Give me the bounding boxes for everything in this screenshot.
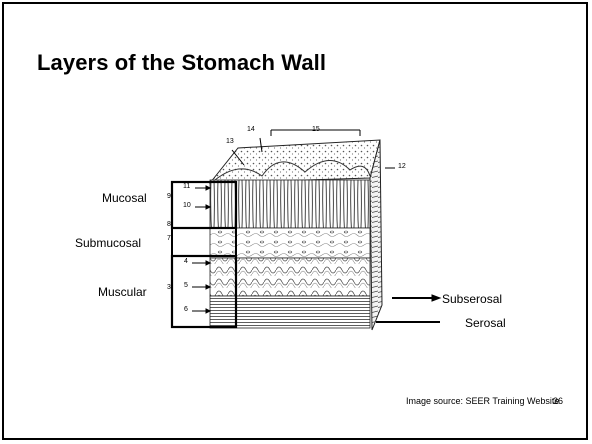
figure-number-8: 8 [167, 221, 171, 228]
label-submucosal: Submucosal [75, 236, 141, 250]
figure-number-6: 6 [184, 306, 188, 313]
serosa-pointers [376, 295, 440, 322]
front-face [210, 180, 370, 328]
figure-number-5: 5 [184, 282, 188, 289]
label-mucosal: Mucosal [102, 191, 147, 205]
page-number: 36 [553, 396, 563, 406]
image-source-credit: Image source: SEER Training Website [406, 396, 559, 406]
figure-number-14: 14 [247, 126, 255, 133]
figure-number-12: 12 [398, 163, 406, 170]
figure-number-11: 11 [183, 183, 190, 190]
label-muscular: Muscular [98, 285, 147, 299]
figure-number-7: 7 [167, 235, 171, 242]
label-subserosal: Subserosal [442, 292, 502, 306]
figure-number-15: 15 [312, 126, 320, 133]
figure-number-9: 9 [167, 193, 171, 200]
figure-number-10: 10 [183, 202, 191, 209]
mucosa-surface [210, 140, 380, 183]
label-serosal: Serosal [465, 316, 506, 330]
figure-number-13: 13 [226, 138, 234, 145]
figure-number-3: 3 [167, 284, 171, 291]
figure-number-4: 4 [184, 258, 188, 265]
